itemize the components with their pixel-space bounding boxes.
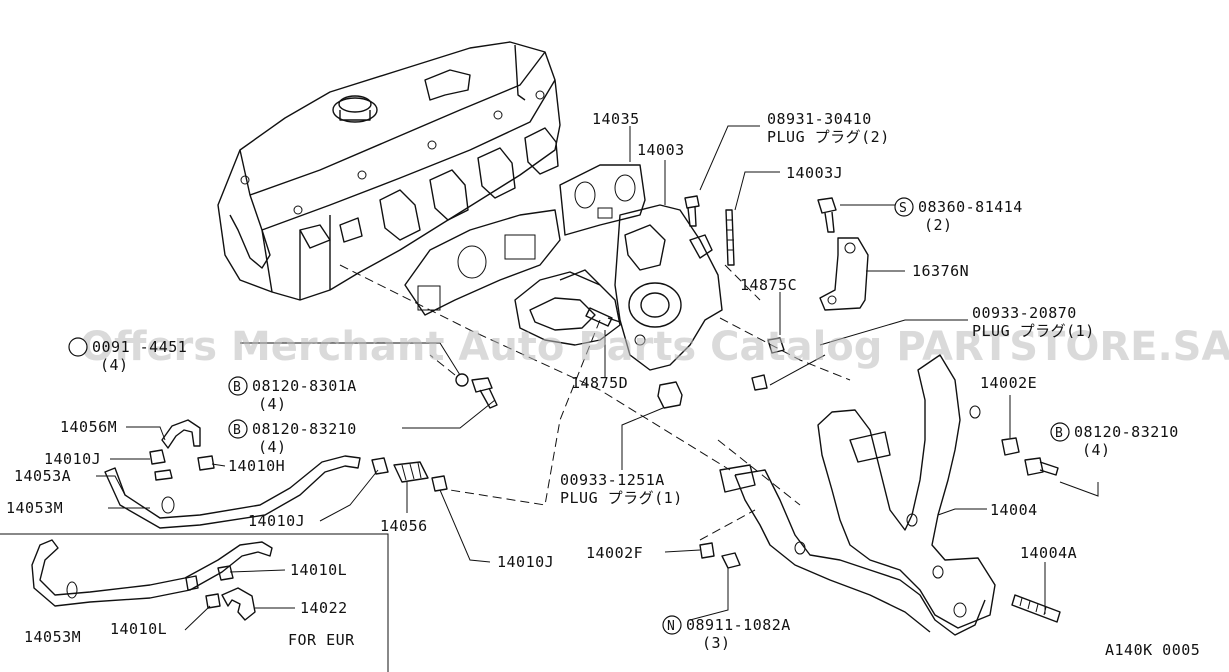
diagram-code: A140K 0005 [1105, 641, 1200, 659]
marker-n-icon [662, 615, 682, 635]
eur-clamp [205, 565, 234, 609]
label-14010l-b: 14010L [110, 620, 167, 638]
label-qty-4-b: (4) [258, 395, 287, 413]
label-0091-4451: 0091 -4451 [92, 338, 187, 356]
exhaust-manifold-14004 [719, 354, 996, 636]
marker-n-letter: N [667, 619, 675, 634]
marker-b-icon-1 [228, 376, 248, 396]
nut-14002f [699, 542, 715, 559]
bolt-08120-83210-right [1024, 457, 1059, 476]
label-14022: 14022 [300, 599, 348, 617]
label-plug-1-a: PLUG プラグ(1) [972, 322, 1095, 340]
label-14002e: 14002E [980, 374, 1037, 392]
plug-bolt-08931-30410 [684, 195, 700, 227]
label-qty-4-a: (4) [100, 356, 129, 374]
marker-circle-icon [68, 337, 88, 357]
label-qty-4-c: (4) [258, 438, 287, 456]
manifold-runners [514, 269, 621, 346]
label-08120-8301a: 08120-8301A [252, 377, 357, 395]
label-14010h: 14010H [228, 457, 285, 475]
label-14010j-b: 14010J [248, 512, 305, 530]
label-14056: 14056 [380, 517, 428, 535]
cylinder-head [217, 41, 561, 301]
water-pipe-14053m [104, 455, 361, 529]
label-14875d: 14875D [571, 374, 628, 392]
eur-pipe-14053m [31, 539, 273, 607]
exhaust-gasket [404, 209, 561, 316]
label-08360-81414: 08360-81414 [918, 198, 1023, 216]
label-14004: 14004 [990, 501, 1038, 519]
label-00933-1251a: 00933-1251A [560, 471, 665, 489]
label-plug-2: PLUG プラグ(2) [767, 128, 890, 146]
label-08931-30410: 08931-30410 [767, 110, 872, 128]
drain-plug-14875d [585, 307, 621, 327]
label-qty-2-a: (2) [924, 216, 953, 234]
label-08120-83210-b: 08120-83210 [1074, 423, 1179, 441]
bracket-16376n [819, 237, 869, 311]
marker-b-icon-2 [228, 419, 248, 439]
manifold-gasket-14035 [559, 164, 646, 236]
hose-14056 [393, 461, 429, 483]
nut-08911-1082a [721, 552, 741, 569]
marker-s-icon [894, 197, 914, 217]
hose-clamp [149, 449, 448, 492]
label-14010j-a: 14010J [44, 450, 101, 468]
label-qty-3: (3) [702, 634, 731, 652]
label-14875c: 14875C [740, 276, 797, 294]
label-14004a: 14004A [1020, 544, 1077, 562]
eur-hose-14022 [221, 587, 256, 621]
alignment-lines [339, 264, 851, 541]
label-00933-20870: 00933-20870 [972, 304, 1077, 322]
label-14053m-a: 14053M [6, 499, 63, 517]
label-qty-4-d: (4) [1082, 441, 1111, 459]
label-14010j-c: 14010J [497, 553, 554, 571]
nut-14002e [1001, 437, 1020, 456]
intake-manifold-14003 [614, 204, 723, 371]
label-08911-1082a: 08911-1082A [686, 616, 791, 634]
marker-b-icon-3 [1050, 422, 1070, 442]
marker-b-letter-2: B [233, 423, 241, 438]
label-14003: 14003 [637, 141, 685, 159]
marker-b-letter-1: B [233, 380, 241, 395]
label-14035: 14035 [592, 110, 640, 128]
label-14053m-b: 14053M [24, 628, 81, 646]
plug-00933-20870 [751, 374, 768, 391]
label-plug-1-b: PLUG プラグ(1) [560, 489, 683, 507]
label-14010l-a: 14010L [290, 561, 347, 579]
label-for-eur: FOR EUR [288, 631, 355, 649]
label-14003j: 14003J [786, 164, 843, 182]
stud-14003j [725, 209, 735, 266]
watermark-text: Offers Merchant Auto Parts Catalog PARTS… [80, 324, 1229, 370]
nut-14875c [767, 337, 785, 354]
label-16376n: 16376N [912, 262, 969, 280]
water-hose-14056m [161, 419, 201, 449]
leader-lines [96, 125, 1099, 631]
label-14056m: 14056M [60, 418, 117, 436]
bolt-08120 [455, 373, 498, 409]
label-08120-83210-a: 08120-83210 [252, 420, 357, 438]
marker-s-letter: S [899, 201, 907, 216]
stud-14004a [1011, 594, 1061, 623]
plug-00933-1251a [657, 381, 683, 409]
eur-inset-frame [0, 533, 389, 672]
bolt-08360-81414 [817, 197, 837, 233]
label-14002f: 14002F [586, 544, 643, 562]
label-14053a: 14053A [14, 467, 71, 485]
marker-b-letter-3: B [1055, 426, 1063, 441]
